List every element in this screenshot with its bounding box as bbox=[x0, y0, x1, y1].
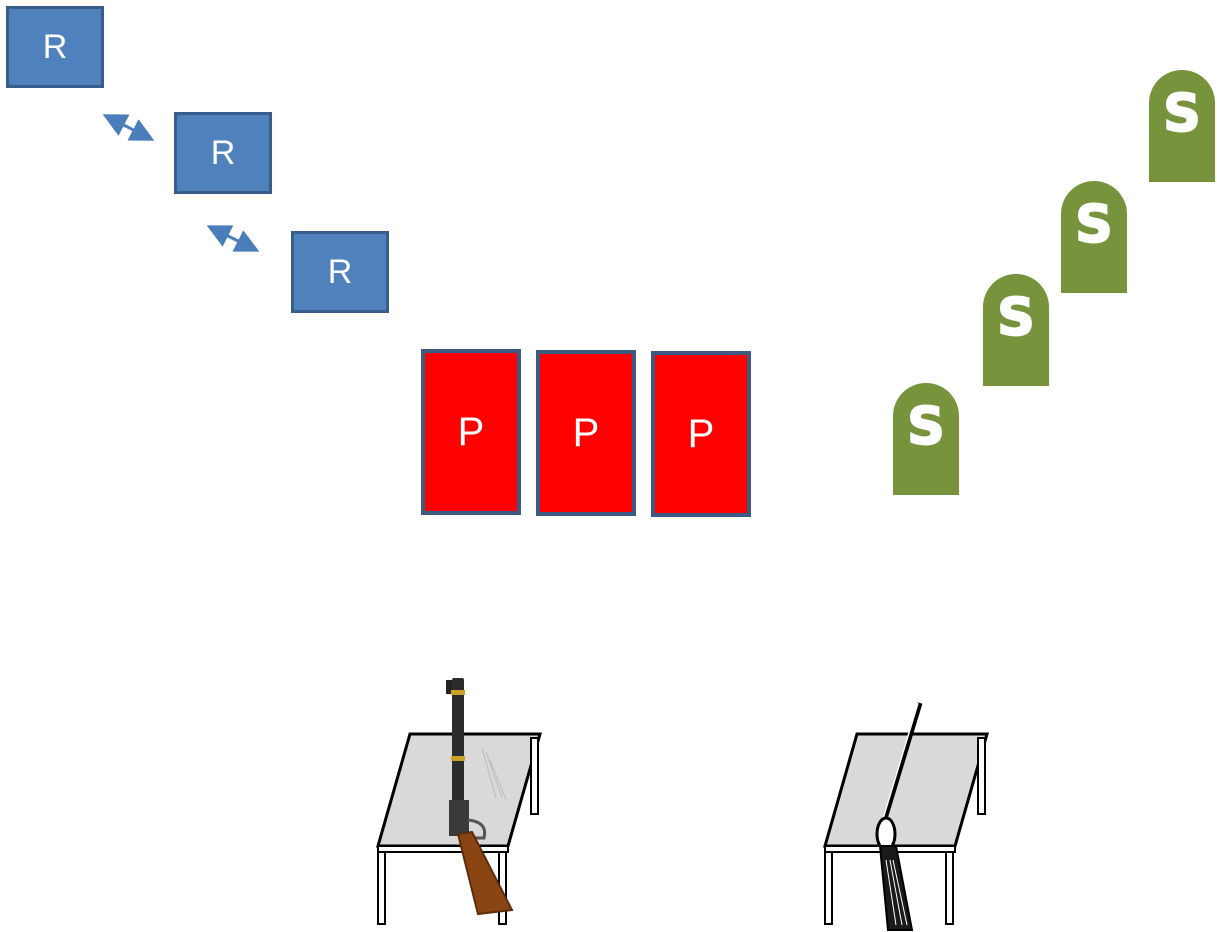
s-marker-2: S bbox=[983, 274, 1049, 386]
r-box-3: R bbox=[291, 231, 389, 313]
r-box-2: R bbox=[174, 112, 272, 194]
r-box-1: R bbox=[6, 6, 104, 88]
double-arrow-icon bbox=[206, 225, 260, 252]
s-marker-3: S bbox=[1061, 181, 1127, 293]
p-box-3: P bbox=[651, 351, 751, 517]
s-marker-4: S bbox=[1149, 70, 1215, 182]
p-box-1: P bbox=[421, 349, 521, 515]
s-marker-1: S bbox=[893, 383, 959, 495]
rifle-icon bbox=[446, 678, 514, 916]
double-arrow-icon bbox=[102, 114, 155, 141]
shotgun-icon bbox=[875, 702, 923, 931]
p-box-2: P bbox=[536, 350, 636, 516]
